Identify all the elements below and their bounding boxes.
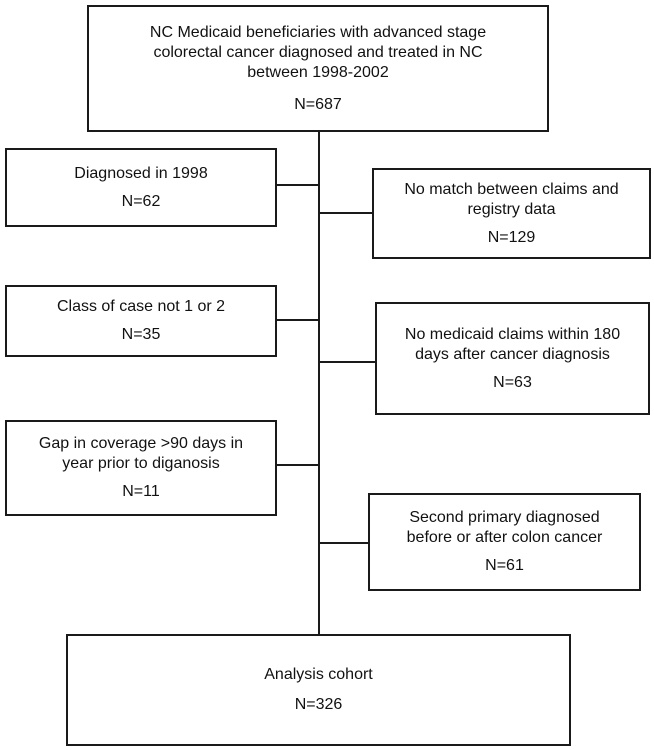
exclusion-text-line: before or after colon cancer [406,529,603,546]
exclusion-count: N=35 [121,326,161,343]
start-text-line-1: NC Medicaid beneficiaries with advanced … [149,23,487,41]
final-text-line: Analysis cohort [264,666,373,683]
exclusion-count: N=63 [493,373,532,391]
analysis-cohort-box: Analysis cohort N=326 [66,634,571,746]
exclusion-count: N=62 [121,192,161,210]
exclusion-count: N=61 [485,557,524,574]
start-text-line-2: colorectal cancer diagnosed and treated … [153,43,483,61]
final-count: N=326 [294,696,343,713]
start-text-line-3: between 1998-2002 [247,63,389,81]
exclusion-text-line: Diagnosed in 1998 [74,164,208,182]
exclusion-count: N=129 [487,228,536,246]
exclusion-box-second-primary: Second primary diagnosed before or after… [368,493,641,591]
exclusion-box-class-of-case: Class of case not 1 or 2 N=35 [5,285,277,357]
exclusion-box-no-medicaid-claims: No medicaid claims within 180 days after… [375,302,650,415]
start-count: N=687 [294,95,342,113]
exclusion-text-line: Gap in coverage >90 days in [38,435,244,452]
exclusion-box-coverage-gap: Gap in coverage >90 days in year prior t… [5,420,277,516]
exclusion-text-line: days after cancer diagnosis [415,345,610,363]
exclusion-count: N=11 [122,483,160,500]
start-population-box: NC Medicaid beneficiaries with advanced … [87,5,549,132]
exclusion-box-no-match: No match between claims and registry dat… [372,168,651,259]
exclusion-text-line: year prior to diganosis [62,455,220,472]
exclusion-text-line: Second primary diagnosed [409,509,600,526]
exclusion-text-line: No match between claims and [404,180,619,198]
exclusion-text-line: registry data [467,200,556,218]
exclusion-text-line: Class of case not 1 or 2 [56,298,226,315]
exclusion-box-diagnosed-1998: Diagnosed in 1998 N=62 [5,148,277,227]
exclusion-text-line: No medicaid claims within 180 [404,325,621,343]
